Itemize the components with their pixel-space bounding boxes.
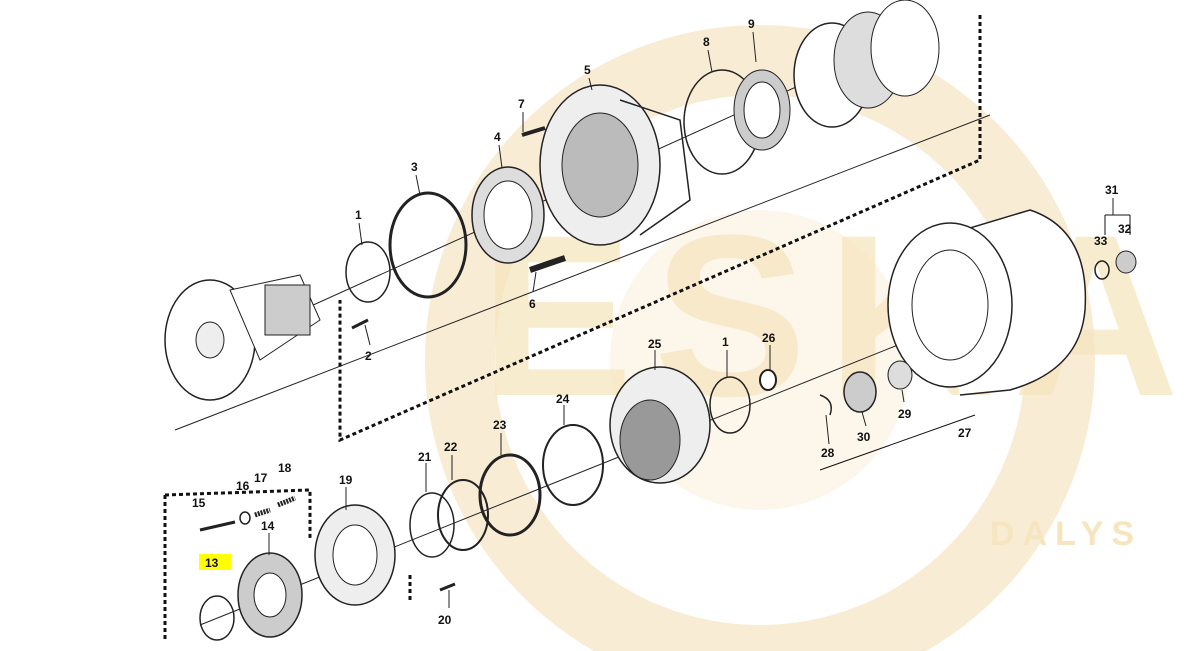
plug-32 xyxy=(1115,250,1137,274)
callout-29: 29 xyxy=(898,407,912,421)
o-ring-1 xyxy=(345,241,391,303)
bearing-4 xyxy=(471,166,545,264)
bolt-15 xyxy=(199,520,236,532)
bearing-9 xyxy=(733,69,791,151)
washer-16 xyxy=(239,511,251,525)
callout-21: 21 xyxy=(418,450,432,464)
spring-17 xyxy=(254,507,271,518)
callout-25: 25 xyxy=(648,337,662,351)
callout-9: 9 xyxy=(748,17,755,31)
snap-ring-28 xyxy=(819,394,832,416)
ring-22 xyxy=(437,479,489,551)
bearing-29 xyxy=(887,360,913,390)
pin-20 xyxy=(439,582,456,592)
callout-1-lower: 1 xyxy=(722,335,729,349)
callout-18: 18 xyxy=(278,461,292,475)
callout-2: 2 xyxy=(365,349,372,363)
o-ring-13 xyxy=(199,595,235,641)
ring-3 xyxy=(388,191,468,299)
callout-13: 13 xyxy=(205,556,219,570)
callout-16: 16 xyxy=(236,479,250,493)
callout-labels: 1 2 3 4 5 6 7 8 9 1 13 14 15 16 17 18 19… xyxy=(192,17,1132,627)
watermark-sub-text: DALYS xyxy=(990,515,1142,553)
gear-14 xyxy=(237,552,303,638)
callout-26: 26 xyxy=(762,331,776,345)
callout-31: 31 xyxy=(1105,183,1119,197)
callout-7: 7 xyxy=(518,97,525,111)
leader-lines xyxy=(268,31,1114,608)
callout-33: 33 xyxy=(1094,234,1108,248)
callout-4: 4 xyxy=(494,130,501,144)
callout-27: 27 xyxy=(958,426,972,440)
bolt-6 xyxy=(529,255,566,273)
ring-21 xyxy=(409,492,455,558)
housing-5 xyxy=(539,84,691,246)
callout-3: 3 xyxy=(411,160,418,174)
callout-22: 22 xyxy=(444,440,458,454)
callout-19: 19 xyxy=(339,473,353,487)
callout-14: 14 xyxy=(261,519,275,533)
callout-23: 23 xyxy=(493,418,507,432)
hub-flange xyxy=(164,274,321,401)
ring-24 xyxy=(542,424,604,506)
group-brackets xyxy=(163,15,982,640)
drum-27 xyxy=(887,209,1087,396)
carrier-19 xyxy=(314,504,396,606)
o-ring-33 xyxy=(1094,260,1110,280)
callout-1: 1 xyxy=(355,208,362,222)
bolt-2 xyxy=(351,318,369,330)
callout-24: 24 xyxy=(556,392,570,406)
carrier-25 xyxy=(609,366,711,484)
callout-28: 28 xyxy=(821,446,835,460)
callout-8: 8 xyxy=(703,35,710,49)
callout-6: 6 xyxy=(529,297,536,311)
gear-30 xyxy=(843,371,877,413)
washer-26 xyxy=(759,369,777,391)
highlight-box xyxy=(199,554,231,570)
ring-23 xyxy=(478,453,542,537)
callout-17: 17 xyxy=(254,471,268,485)
callout-15: 15 xyxy=(192,496,206,510)
spring-18 xyxy=(277,495,296,508)
callout-30: 30 xyxy=(857,430,871,444)
callout-20: 20 xyxy=(438,613,452,627)
clutch-discs xyxy=(793,0,940,128)
bolt-7 xyxy=(521,126,546,137)
o-ring-1-lower xyxy=(709,376,751,434)
callout-32: 32 xyxy=(1118,222,1132,236)
callout-5: 5 xyxy=(584,63,591,77)
